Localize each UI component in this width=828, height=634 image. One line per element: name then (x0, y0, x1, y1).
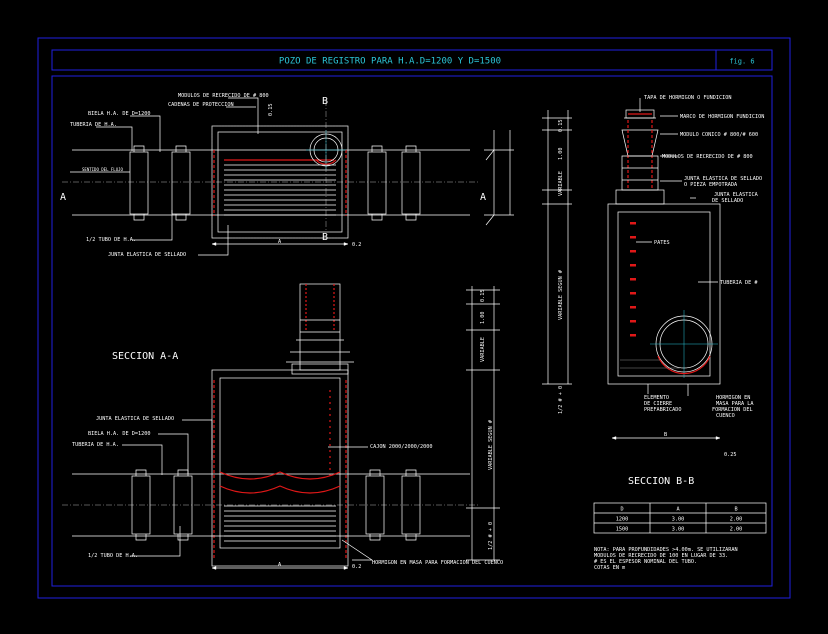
aa-label-cajon: CAJON 2000/2000/2000 (370, 444, 432, 450)
aa-label-pipe: TUBERIA DE H.A. (72, 442, 119, 448)
aa-dim-variable: VARIABLE (480, 337, 486, 362)
table-header-d: D (620, 507, 623, 513)
bb-label-junta2b: DE SELLADO (712, 198, 743, 204)
table-cell: 3.00 (672, 527, 685, 533)
plan-label-half-pipe: 1/2 TUBO DE H.A. (86, 237, 136, 243)
plan-marker-a-right: A (480, 192, 486, 203)
plan-marker-b-bottom: B (322, 232, 328, 243)
outer-frame (37, 37, 791, 599)
table-cell: 3.00 (672, 517, 685, 523)
bb-label-elem2: DE CIERRE (644, 401, 672, 407)
plan-label-biela: BIELA H.A. DE D=1200 (88, 111, 150, 117)
table-header-a: A (676, 507, 680, 513)
bb-label-cono: MODULO CONICO # 800/# 600 (680, 132, 758, 138)
section-bb-title: SECCION B-B (628, 476, 694, 487)
bb-dim-025: 0.25 (724, 452, 737, 458)
bb-label-junta1a: JUNTA ELASTICA DE SELLADO (684, 176, 762, 182)
bb-dim-100: 1.00 (558, 148, 564, 161)
plan-dim-02: 0.2 (352, 242, 361, 248)
bb-label-marco: MARCO DE HORMIGON FUNDICION (680, 114, 764, 120)
dimension-table: D A B 1200 3.00 2.00 1500 3.00 2.00 (593, 502, 767, 534)
aa-dim-100: 1.00 (480, 312, 486, 325)
aa-dim-02: 0.2 (352, 564, 361, 570)
section-aa-title: SECCION A-A (112, 351, 178, 362)
bb-dim-b: B (664, 432, 667, 438)
table-header-b: B (734, 507, 737, 513)
title-frame (51, 49, 773, 71)
bb-dim-variable: VARIABLE (558, 171, 564, 196)
table-cell: 2.00 (730, 527, 743, 533)
section-aa: SECCION A-A (62, 283, 503, 570)
plan-marker-b-top: B (322, 96, 328, 107)
bb-label-pates: PATES (654, 240, 670, 246)
sheet-ref: fig. 6 (729, 58, 754, 66)
table-cell: 1500 (616, 527, 629, 533)
plan-label-chains: CADENAS DE PROTECCION (168, 102, 234, 108)
note-line: NOTA: PARA PROFUNDIDADES >4.00m. SE UTIL… (594, 547, 738, 553)
plan-label-joint: JUNTA ELASTICA DE SELLADO (108, 252, 186, 258)
aa-label-joint: JUNTA ELASTICA DE SELLADO (96, 416, 174, 422)
plan-label-flow: SENTIDO DEL FLUJO (82, 167, 124, 172)
aa-label-half-pipe: 1/2 TUBO DE H.A. (88, 553, 138, 559)
note-line: # ES EL ESPESOR NOMINAL DEL TUBO. (594, 559, 697, 565)
aa-label-biela: BIELA H.A. DE D=1200 (88, 431, 150, 437)
bb-dim-half: 1/2 # + 0 (558, 386, 564, 414)
bb-label-modulos: MODULOS DE RECRECIDO DE # 800 (662, 154, 753, 160)
table-cell: 1200 (616, 517, 629, 523)
bb-label-elem1: ELEMENTO (644, 395, 669, 401)
plan-label-modules: MODULOS DE RECRECIDO DE # 800 (178, 93, 269, 99)
plan-label-pipe: TUBERIA DE H.A. (70, 122, 117, 128)
aa-label-concrete: HORMIGON EN MASA PARA FORMACION DEL CUEN… (372, 560, 503, 566)
note-line: COTAS EN m (594, 565, 625, 571)
drawing-title: POZO DE REGISTRO PARA H.A.D=1200 Y D=150… (279, 57, 501, 67)
table-cell: 2.00 (730, 517, 743, 523)
aa-dim-half: 1/2 # + 0 (488, 522, 494, 550)
bb-label-tuberia: TUBERIA DE # (720, 280, 758, 286)
bb-label-horm4: CUENCO (716, 413, 735, 419)
bb-label-junta2a: JUNTA ELASTICA (714, 192, 759, 198)
note-line: MODULOS DE RECRECIDO DE 100 EN LUGAR DE … (594, 553, 728, 559)
aa-dim-a: A (278, 562, 282, 568)
bb-label-junta1b: O PIEZA EMPOTRADA (684, 182, 738, 188)
bb-label-tapa: TAPA DE HORMIGON O FUNDICION (644, 95, 731, 101)
aa-dim-015: 0.15 (480, 290, 486, 303)
notes: NOTA: PARA PROFUNDIDADES >4.00m. SE UTIL… (594, 547, 738, 571)
plan-dim-015: 0.15 (268, 104, 274, 117)
bb-label-horm1: HORMIGON EN (716, 395, 750, 401)
plan-marker-a-left: A (60, 192, 66, 203)
aa-dim-variable-segun: VARIABLE SEGUN # (488, 419, 494, 470)
bb-label-horm2: MASA PARA LA (716, 401, 754, 407)
plan-dim-a: A (278, 239, 282, 245)
plan-view: B B A A A 0.2 0.15 MODULOS DE RECRECIDO … (60, 93, 514, 258)
section-bb: B 0.25 0.15 1.00 VARIABLE VARIABLE SEGUN… (542, 95, 764, 487)
bb-label-elem3: PREFABRICADO (644, 407, 681, 413)
inner-frame (51, 75, 773, 587)
bb-label-horm3: FORMACION DEL (712, 407, 753, 413)
bb-dim-variable-segun: VARIABLE SEGUN # (558, 269, 564, 320)
bb-dim-015: 0.15 (558, 120, 564, 133)
